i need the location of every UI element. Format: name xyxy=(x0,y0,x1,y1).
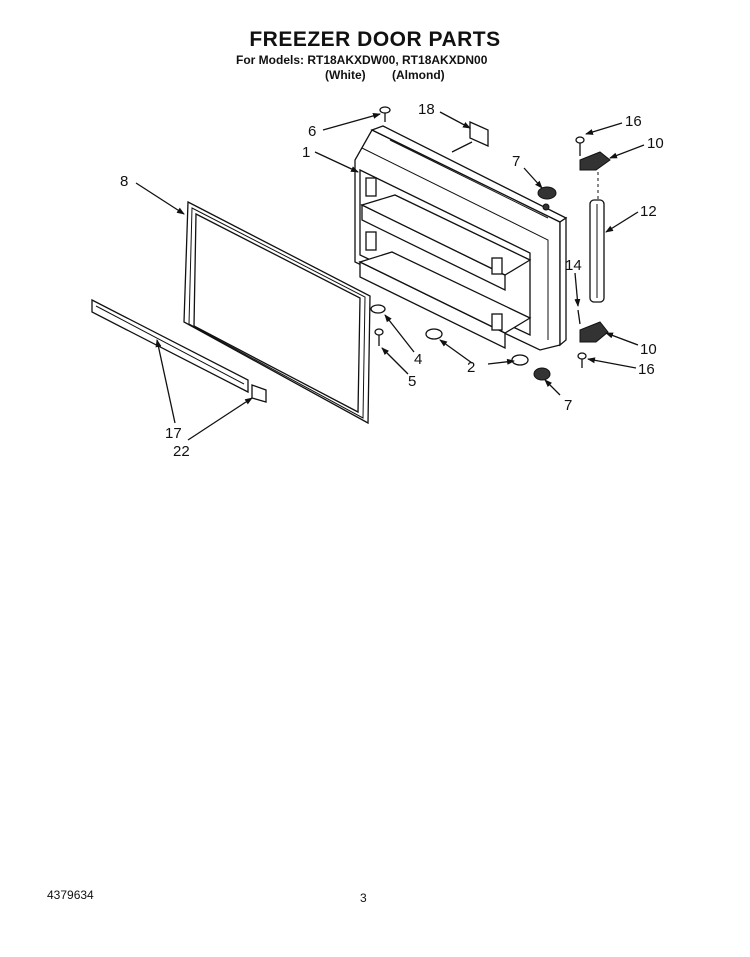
trim-strip xyxy=(91,298,249,394)
callout-7-bottom: 7 xyxy=(564,397,572,414)
callout-14: 14 xyxy=(565,257,582,274)
label-plate xyxy=(469,120,489,148)
small-screw xyxy=(577,309,581,325)
top-screw xyxy=(379,106,391,122)
door-cap-bottom xyxy=(533,367,551,381)
callout-4: 4 xyxy=(414,351,422,368)
callout-16-top: 16 xyxy=(625,113,642,130)
leader-lines xyxy=(135,111,645,441)
callout-17: 17 xyxy=(165,425,182,442)
callout-10-top: 10 xyxy=(647,135,664,152)
callout-16-bottom: 16 xyxy=(638,361,655,378)
handle-screw-top xyxy=(575,136,585,156)
handle-mount-top xyxy=(579,151,611,171)
bottom-screw-left xyxy=(374,328,384,346)
callout-7-top: 7 xyxy=(512,153,520,170)
callout-10-bottom: 10 xyxy=(640,341,657,358)
trim-end-cap xyxy=(251,384,267,403)
color-almond-label: (Almond) xyxy=(392,68,445,82)
page-title: FREEZER DOOR PARTS xyxy=(249,28,501,51)
door-handle xyxy=(589,199,605,303)
callout-18: 18 xyxy=(418,101,435,118)
page-number: 3 xyxy=(360,891,367,905)
callout-22: 22 xyxy=(173,443,190,460)
callout-1: 1 xyxy=(302,144,310,161)
door-foot-right xyxy=(511,354,529,366)
color-white-label: (White) xyxy=(325,68,366,82)
callout-5: 5 xyxy=(408,373,416,390)
callout-6: 6 xyxy=(308,123,316,140)
callout-2: 2 xyxy=(467,359,475,376)
door-gasket xyxy=(183,200,371,425)
document-number: 4379634 xyxy=(47,888,94,902)
washer xyxy=(370,304,386,314)
freezer-door-panel xyxy=(354,125,568,351)
door-cap-top xyxy=(537,186,557,200)
models-line: For Models: RT18AKXDW00, RT18AKXDN00 xyxy=(236,53,488,67)
callout-12: 12 xyxy=(640,203,657,220)
handle-screw-bottom xyxy=(577,352,587,368)
door-foot-left xyxy=(425,328,443,340)
callout-8: 8 xyxy=(120,173,128,190)
handle-mount-bottom xyxy=(579,321,609,343)
